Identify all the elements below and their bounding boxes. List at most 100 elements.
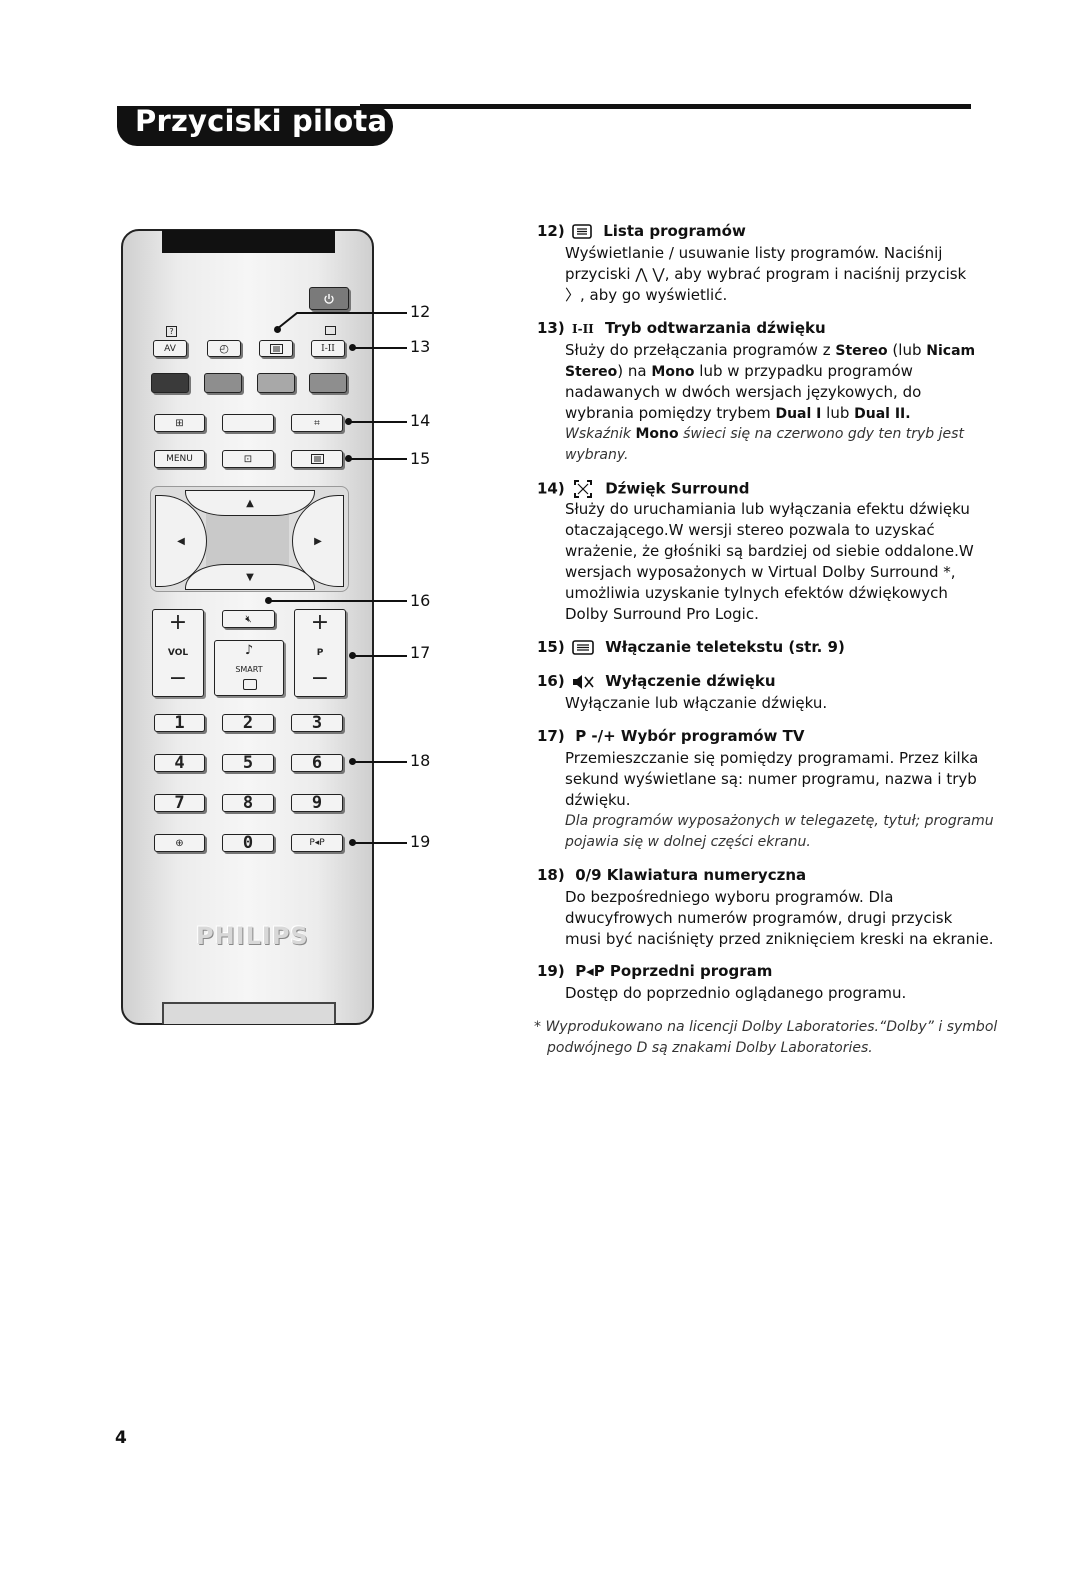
digit-9-button: 9 — [291, 793, 343, 813]
smart-label: SMART — [235, 665, 263, 674]
s13-l2a: Stereo — [565, 364, 618, 380]
surround-icon: ⌗ — [314, 417, 320, 429]
blank-button — [222, 414, 274, 432]
s13-i1c: świeci się na czerwono gdy ten tryb jest — [678, 426, 964, 442]
footnote-line-1: * Wyprodukowano na licencji Dolby Labora… — [534, 1019, 998, 1035]
callout-line-17 — [352, 655, 407, 657]
up-down-symbols: ⋀ ⋁ — [635, 265, 665, 283]
s13-l4d: Dual II. — [854, 406, 911, 422]
mute-icon: 🔇︎ — [245, 613, 252, 625]
section-13-line-1: Służy do przełączania programów z Stereo… — [565, 340, 975, 362]
format-icon: ⊞ — [175, 417, 184, 429]
section-17-line-1: Przemieszczanie się pomiędzy programami.… — [565, 749, 979, 767]
av-button: AV — [153, 340, 187, 357]
nav-center — [206, 513, 289, 568]
sleep-timer-button: ◴ — [207, 340, 241, 357]
picture-button: ⊡ — [222, 450, 274, 468]
callout-line-18 — [352, 761, 407, 763]
s13-l1b: Stereo — [835, 343, 888, 359]
green-button — [204, 373, 242, 393]
s13-l1d: Nicam — [926, 343, 976, 359]
sound-mode-button: I-II — [311, 340, 345, 357]
help-label: ? — [166, 326, 177, 337]
volume-label: VOL — [167, 648, 189, 658]
section-12-title: Lista programów — [603, 222, 746, 240]
section-13-line-2: Stereo) na Mono lub w przypadku programó… — [565, 361, 913, 383]
s13-l4c: lub — [821, 404, 855, 422]
section-13-line-4: wybrania pomiędzy trybem Dual I lub Dual… — [565, 403, 911, 425]
yellow-button — [257, 373, 295, 393]
digit-7-button: 7 — [154, 793, 205, 813]
section-12-line-2b: , aby wybrać program i naciśnij przycisk — [664, 265, 967, 283]
volume-plus: + — [168, 610, 188, 635]
power-button — [309, 287, 349, 310]
s13-l4b: Dual I — [775, 406, 822, 422]
mute-button: 🔇︎ — [222, 610, 275, 628]
callout-13: 13 — [410, 337, 431, 356]
brand-logo: PHILIPS — [196, 922, 309, 950]
section-16-heading: 16) Wyłączenie dźwięku — [537, 672, 776, 691]
section-13-heading: 13) I-II Tryb odtwarzania dźwięku — [537, 319, 826, 337]
battery-slot — [162, 1002, 336, 1024]
digit-8-button: 8 — [222, 793, 274, 813]
down-arrow-button: ▼ — [185, 564, 315, 590]
section-13-number: 13) — [537, 319, 565, 337]
callout-line-15 — [348, 458, 407, 460]
section-14-line-4: wersjach wyposażonych w Virtual Dolby Su… — [565, 563, 956, 581]
program-label: P — [316, 648, 324, 658]
s13-l2d: lub w przypadku programów — [694, 362, 913, 380]
section-18-heading: 18) 0/9 Klawiatura numeryczna — [537, 866, 806, 884]
callout-18: 18 — [410, 751, 431, 770]
picture-icon: ⊡ — [243, 453, 253, 465]
section-18-number: 18) — [537, 866, 565, 884]
info-icon: ⊕ — [175, 837, 184, 849]
callout-16: 16 — [410, 591, 431, 610]
section-18-title: 0/9 Klawiatura numeryczna — [575, 866, 807, 884]
list-icon — [572, 224, 592, 239]
digit-2-button: 2 — [222, 713, 274, 733]
section-14-line-2: otaczającego.W wersji stereo pozwala to … — [565, 521, 935, 539]
teletext-icon — [572, 640, 594, 655]
header-rule — [360, 104, 971, 109]
s13-l4a: wybrania pomiędzy trybem — [565, 404, 776, 422]
section-12-line-2: przyciski ⋀ ⋁, aby wybrać program i naci… — [565, 264, 966, 285]
callout-12: 12 — [410, 302, 431, 321]
section-14-heading: 14) Dźwięk Surround — [537, 478, 749, 500]
section-18-line-1: Do bezpośredniego wyboru programów. Dla — [565, 888, 894, 906]
section-19-line-1: Dostęp do poprzednio oglądanego programu… — [565, 984, 907, 1002]
section-17-title: P -/+ Wybór programów TV — [575, 727, 805, 745]
list-icon — [269, 343, 283, 354]
section-13-note-1: Wskaźnik Mono świeci się na czerwono gdy… — [565, 424, 964, 445]
program-minus: − — [310, 666, 330, 691]
section-12-heading: 12) Lista programów — [537, 222, 746, 240]
power-icon — [324, 293, 334, 304]
teletext-icon — [310, 454, 324, 464]
section-13-line-3: nadawanych w dwóch wersjach językowych, … — [565, 383, 922, 401]
section-13-note-2: wybrany. — [565, 447, 629, 463]
section-18-line-3: musi być naciśnięty przed zniknięciem kr… — [565, 930, 994, 948]
section-19-number: 19) — [537, 962, 565, 980]
s13-l2c: Mono — [651, 364, 695, 380]
smart-picture-icon — [243, 679, 257, 690]
volume-rocker: + VOL − — [152, 609, 204, 697]
section-12-number: 12) — [537, 222, 565, 240]
info-button: ⊕ — [154, 834, 205, 852]
callout-14: 14 — [410, 411, 431, 430]
section-19-heading: 19) P◂P Poprzedni program — [537, 962, 772, 980]
section-14-line-1: Służy do uruchamiania lub wyłączania efe… — [565, 500, 970, 518]
callout-17: 17 — [410, 643, 431, 662]
mute-icon — [572, 674, 594, 689]
section-19-title: P◂P Poprzedni program — [575, 962, 773, 980]
teletext-small-icon — [325, 326, 336, 335]
section-12-line-3: 〉, aby go wyświetlić. — [565, 285, 727, 306]
section-16-title: Wyłączenie dźwięku — [605, 672, 776, 690]
section-17-line-3: dźwięku. — [565, 791, 631, 809]
section-13-title: Tryb odtwarzania dźwięku — [605, 319, 826, 337]
callout-line-13 — [352, 347, 407, 349]
s13-i1b: Mono — [635, 426, 679, 442]
teletext-button — [291, 450, 343, 468]
callout-15: 15 — [410, 449, 431, 468]
section-14-number: 14) — [537, 479, 565, 498]
format-button: ⊞ — [154, 414, 205, 432]
section-17-note-1: Dla programów wyposażonych w telegazetę,… — [565, 813, 994, 829]
